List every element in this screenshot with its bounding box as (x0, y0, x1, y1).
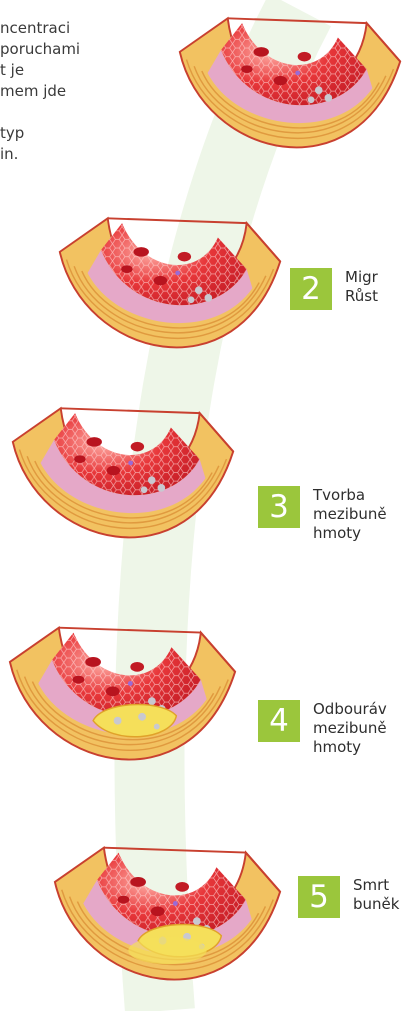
stage-caption-line: mezibuně (313, 505, 387, 524)
intro-line: poruchami (0, 39, 110, 60)
artery-illustration-4 (5, 620, 240, 792)
stage-caption-line: mezibuně (313, 719, 387, 738)
stage-number-badge: 4 (258, 700, 300, 742)
stage-number-badge: 3 (258, 486, 300, 528)
stage-2: 2 Migr Růst (290, 268, 378, 310)
stage-caption: Tvorba mezibuně hmoty (313, 486, 387, 543)
stage-3: 3 Tvorba mezibuně hmoty (258, 486, 387, 543)
artery-illustration-3 (8, 400, 238, 570)
intro-line: in. (0, 144, 110, 165)
stage-caption: Migr Růst (345, 268, 378, 306)
stage-caption-line: Odbouráv (313, 700, 387, 719)
intro-line: t je (0, 60, 110, 81)
stage-5: 5 Smrt buněk (298, 876, 399, 918)
stage-caption: Odbouráv mezibuně hmoty (313, 700, 387, 757)
artery-illustration-5 (50, 840, 285, 1012)
artery-illustration-2 (55, 210, 285, 380)
stage-caption-line: Smrt (353, 876, 399, 895)
intro-line (0, 102, 110, 123)
stage-number-badge: 5 (298, 876, 340, 918)
stage-caption-line: hmoty (313, 738, 387, 757)
intro-text: ncentraci poruchami t je mem jde typ in. (0, 18, 110, 165)
stage-caption-line: Růst (345, 287, 378, 306)
stage-caption-line: Tvorba (313, 486, 387, 505)
intro-line: mem jde (0, 81, 110, 102)
stage-4: 4 Odbouráv mezibuně hmoty (258, 700, 387, 757)
stage-caption-line: Migr (345, 268, 378, 287)
intro-line: typ (0, 123, 110, 144)
stage-caption: Smrt buněk (353, 876, 399, 914)
stage-number-badge: 2 (290, 268, 332, 310)
stage-caption-line: hmoty (313, 524, 387, 543)
stage-caption-line: buněk (353, 895, 399, 914)
intro-line: ncentraci (0, 18, 110, 39)
artery-illustration-1 (175, 10, 405, 180)
